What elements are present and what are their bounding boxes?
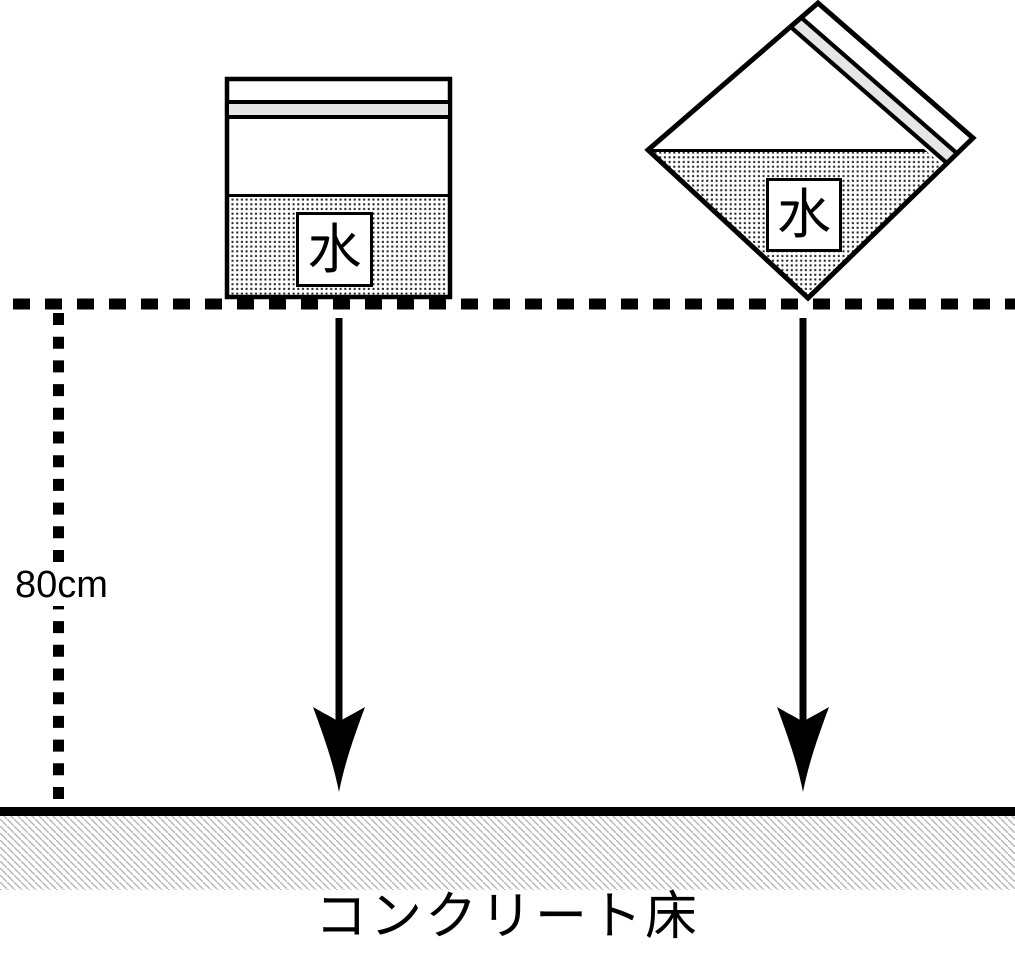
floor-label: コンクリート床: [314, 888, 700, 946]
right-drop-arrow: [777, 318, 829, 792]
left-drop-arrow: [313, 318, 365, 792]
water-label-right: 水: [777, 185, 831, 245]
floor-hatch: [0, 816, 1015, 890]
tilted-water-bag: [644, 0, 977, 302]
tilted-bag-outline: [644, 0, 977, 302]
drop-height-label: 80cm: [12, 566, 111, 606]
left-arrowhead-icon: [313, 707, 365, 792]
floor-line: [0, 807, 1015, 816]
right-arrowhead-icon: [777, 707, 829, 792]
water-label-left: 水: [307, 219, 362, 280]
bag-seal-gray-strip: [229, 104, 448, 115]
water-label-box-right: 水: [766, 178, 842, 252]
water-label-box-left: 水: [296, 212, 373, 287]
